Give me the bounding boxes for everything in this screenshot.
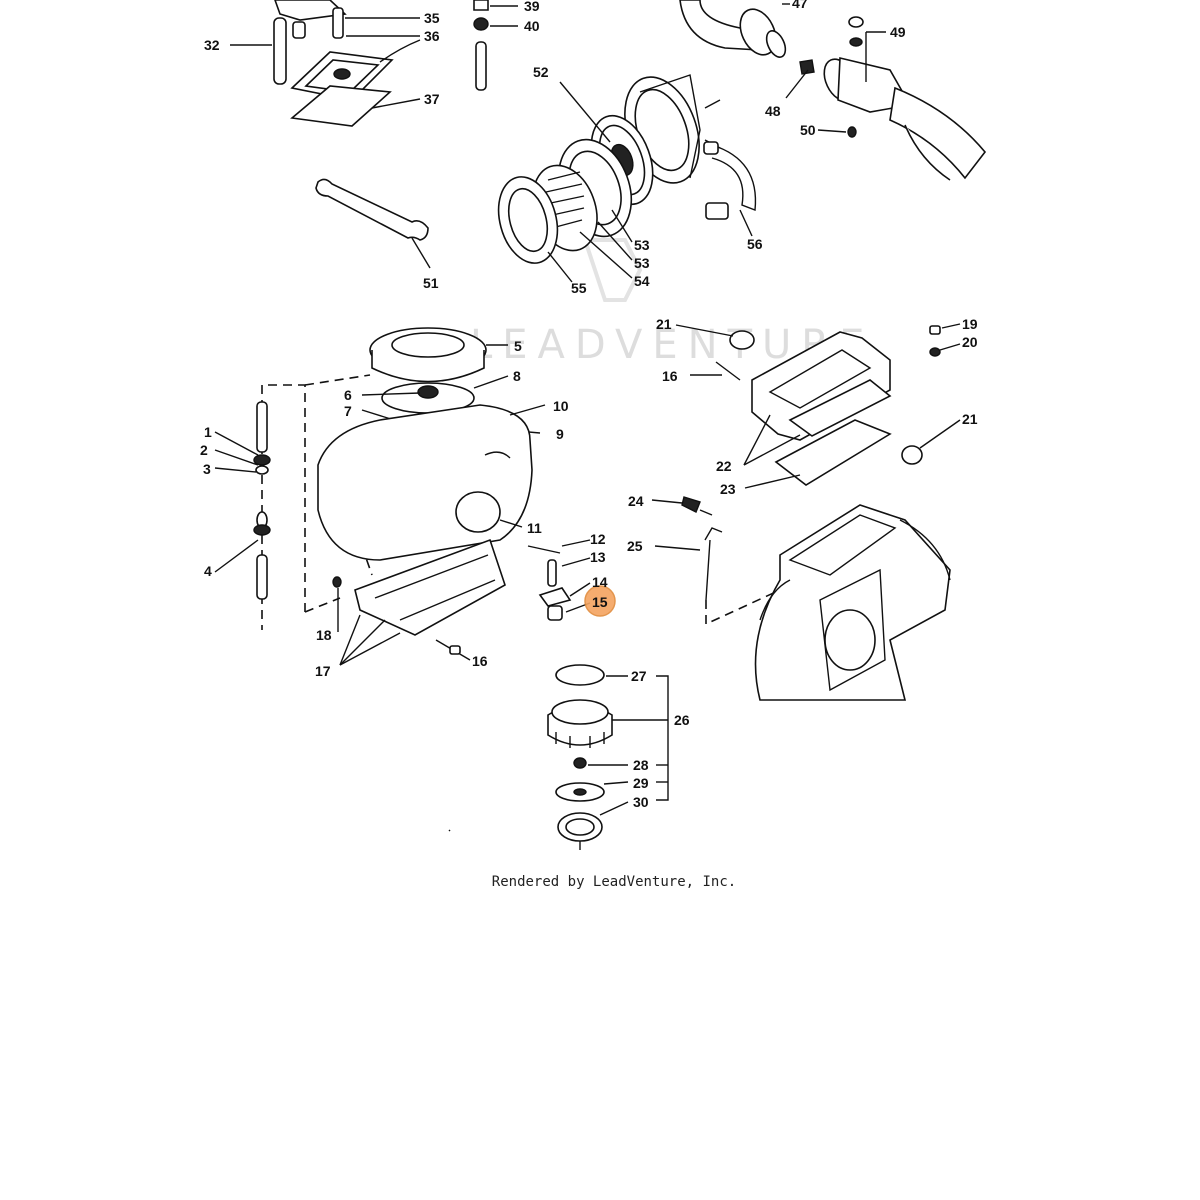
callout-10[interactable]: 10 [553, 398, 569, 414]
callout-47[interactable]: 47 [792, 0, 808, 11]
callout-23[interactable]: 23 [720, 481, 736, 497]
highlight-marker[interactable] [584, 585, 616, 617]
top-left-parts [230, 0, 518, 269]
callout-48[interactable]: 48 [765, 103, 781, 119]
callout-21-top[interactable]: 21 [656, 316, 672, 332]
callout-51[interactable]: 51 [423, 275, 439, 291]
callout-26[interactable]: 26 [674, 712, 690, 728]
callout-36[interactable]: 36 [424, 28, 440, 44]
callout-52[interactable]: 52 [533, 64, 549, 80]
callout-16-right[interactable]: 16 [662, 368, 678, 384]
callout-5[interactable]: 5 [514, 338, 522, 354]
fuel-tank-assembly [214, 327, 591, 666]
callout-28[interactable]: 28 [633, 757, 649, 773]
callout-17[interactable]: 17 [315, 663, 331, 679]
callout-20[interactable]: 20 [962, 334, 978, 350]
callout-16-left[interactable]: 16 [472, 653, 488, 669]
blower-housing-assembly [651, 323, 961, 701]
callout-53-lower[interactable]: 53 [634, 255, 650, 271]
callout-13[interactable]: 13 [590, 549, 606, 565]
callout-14[interactable]: 14 [592, 574, 608, 590]
callout-49[interactable]: 49 [890, 24, 906, 40]
callout-9[interactable]: 9 [556, 426, 564, 442]
callout-30[interactable]: 30 [633, 794, 649, 810]
fuel-cap-assembly [448, 664, 669, 850]
callout-56[interactable]: 56 [747, 236, 763, 252]
callout-29[interactable]: 29 [633, 775, 649, 791]
callout-35[interactable]: 35 [424, 10, 440, 26]
rendered-by-caption: Rendered by LeadVenture, Inc. [492, 874, 736, 890]
callout-21-right[interactable]: 21 [962, 411, 978, 427]
callout-37[interactable]: 37 [424, 91, 440, 107]
elbow-tube-assembly [679, 0, 987, 181]
callout-24[interactable]: 24 [628, 493, 644, 509]
callout-27[interactable]: 27 [631, 668, 647, 684]
callout-40[interactable]: 40 [524, 18, 540, 34]
callout-22[interactable]: 22 [716, 458, 732, 474]
callout-32[interactable]: 32 [204, 37, 220, 53]
callout-12[interactable]: 12 [590, 531, 606, 547]
callout-25[interactable]: 25 [627, 538, 643, 554]
callout-53-upper[interactable]: 53 [634, 237, 650, 253]
callout-7[interactable]: 7 [344, 403, 352, 419]
callout-3[interactable]: 3 [203, 461, 211, 477]
callout-54[interactable]: 54 [634, 273, 650, 289]
callout-55[interactable]: 55 [571, 280, 587, 296]
callout-18[interactable]: 18 [316, 627, 332, 643]
callout-11[interactable]: 11 [527, 520, 542, 536]
callout-50[interactable]: 50 [800, 122, 816, 138]
callout-1[interactable]: 1 [204, 424, 212, 440]
callout-4[interactable]: 4 [204, 563, 212, 579]
callout-6[interactable]: 6 [344, 387, 352, 403]
callout-19[interactable]: 19 [962, 316, 978, 332]
callout-labels: 1 2 3 4 5 6 7 8 9 10 11 12 13 14 15 16 1… [200, 0, 978, 810]
air-intake-assembly [497, 74, 757, 283]
callout-2[interactable]: 2 [200, 442, 208, 458]
callout-39[interactable]: 39 [524, 0, 540, 14]
callout-15[interactable]: 15 [592, 594, 608, 610]
callout-8[interactable]: 8 [513, 368, 521, 384]
